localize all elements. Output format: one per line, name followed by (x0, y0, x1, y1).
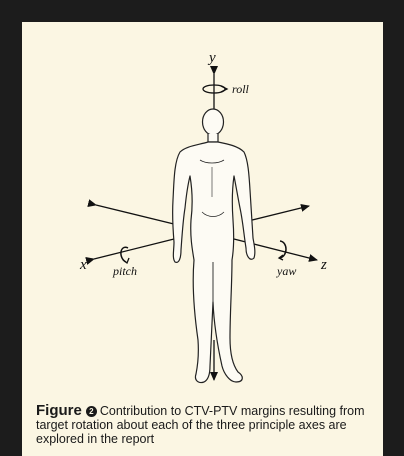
z-axis-label: z (320, 257, 327, 273)
pitch-rotation-icon (121, 247, 129, 263)
figure-label: Figure (36, 402, 82, 419)
rotation-axes-diagram: y roll x pitch yaw z (22, 22, 383, 402)
figure-number-badge: 2 (86, 406, 97, 417)
roll-rotation-icon (203, 85, 227, 93)
yaw-label: yaw (276, 264, 296, 278)
x-axis-label: x (79, 257, 87, 273)
pitch-label: pitch (112, 264, 137, 278)
y-axis-label: y (207, 50, 216, 66)
roll-label: roll (232, 82, 250, 96)
